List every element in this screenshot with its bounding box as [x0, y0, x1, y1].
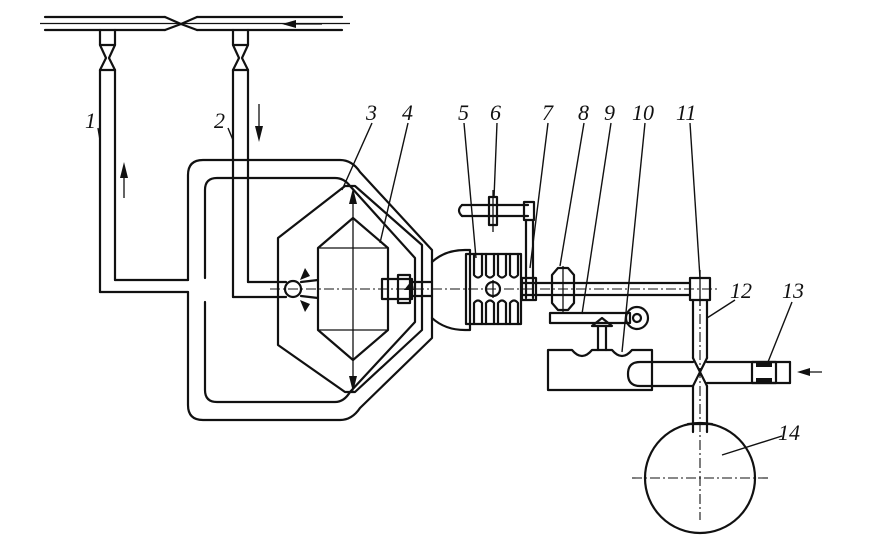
flow-arrow-left-icon [797, 368, 822, 376]
linkage-rod-7 [520, 218, 538, 302]
label-14: 14 [778, 420, 800, 445]
label-1: 1 [85, 108, 96, 133]
label-5: 5 [458, 100, 469, 125]
label-7: 7 [542, 100, 554, 125]
inlet-pipe-13 [705, 360, 792, 385]
vertical-pipe-12 [691, 296, 709, 520]
flow-arrow-up-icon [120, 162, 128, 198]
label-3: 3 [365, 100, 377, 125]
label-8: 8 [578, 100, 589, 125]
pipe-1 [98, 28, 190, 294]
exchanger-housing [410, 248, 472, 332]
label-12: 12 [730, 278, 752, 303]
output-shaft [519, 281, 692, 297]
inlet-nozzle [283, 268, 320, 312]
flow-arrow-down-icon [255, 104, 263, 142]
label-2: 2 [214, 108, 225, 133]
leader-lines [97, 122, 793, 456]
lever-9 [548, 305, 650, 352]
label-9: 9 [604, 100, 615, 125]
pipe-2 [231, 28, 288, 299]
label-11: 11 [676, 100, 696, 125]
label-13: 13 [782, 278, 804, 303]
tank-14 [632, 421, 768, 535]
branch-pipe [626, 360, 695, 388]
flow-arrow-left-icon [282, 20, 322, 28]
main-supply-pipe [40, 15, 350, 32]
bevel-gear-8 [550, 266, 576, 312]
base-block-10 [546, 348, 654, 392]
label-6: 6 [490, 100, 501, 125]
expansion-arrows-icon [349, 188, 357, 392]
valve-handle-6 [457, 190, 536, 232]
label-4: 4 [402, 100, 413, 125]
label-10: 10 [632, 100, 654, 125]
housing-3 [186, 158, 434, 422]
